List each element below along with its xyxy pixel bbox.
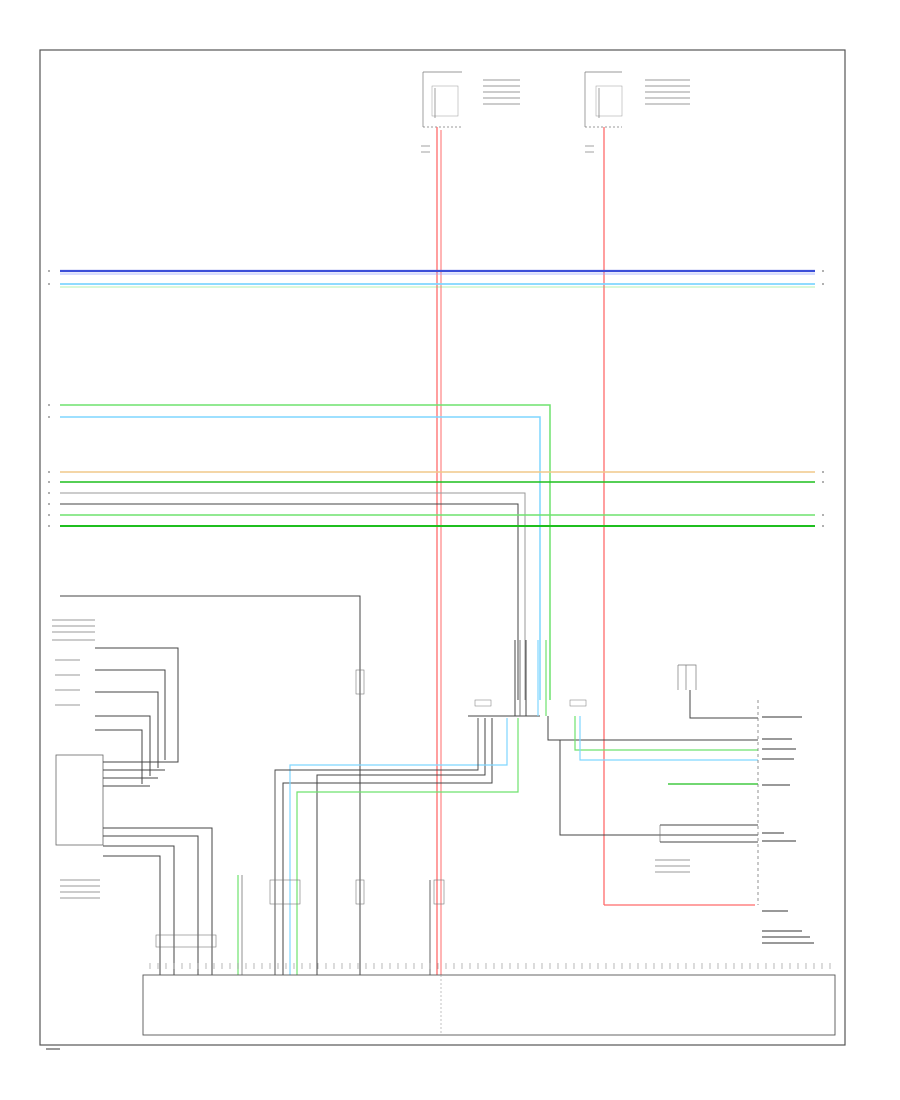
bus-lt-blue-turn: [60, 416, 541, 700]
shift-lever-assembly: [52, 619, 179, 784]
bus-lt-green-turn: [60, 404, 551, 700]
tcm-module: [55, 700, 213, 975]
diagram-border: [39, 49, 846, 1046]
power-feed-wires: [436, 127, 755, 975]
inline-connectors: [155, 669, 445, 948]
ecm-pin-ticks: [149, 963, 831, 969]
ecm-module: [142, 963, 836, 1036]
fuse-block-left: [421, 71, 520, 153]
right-connectors: [559, 664, 759, 905]
bus-gray-2: [60, 503, 519, 700]
bus-gray-1: [60, 492, 526, 700]
mid-harness: [60, 595, 519, 975]
data-bus-lines: [48, 269, 824, 700]
fuse-block-right: [584, 71, 690, 153]
ecm-box: [142, 974, 836, 1036]
splice-left: [468, 640, 547, 717]
footer-ref-bar: [46, 1048, 60, 1050]
splice-right: [547, 699, 758, 761]
right-label-bars: [762, 716, 814, 944]
tcm-box: [55, 754, 104, 846]
